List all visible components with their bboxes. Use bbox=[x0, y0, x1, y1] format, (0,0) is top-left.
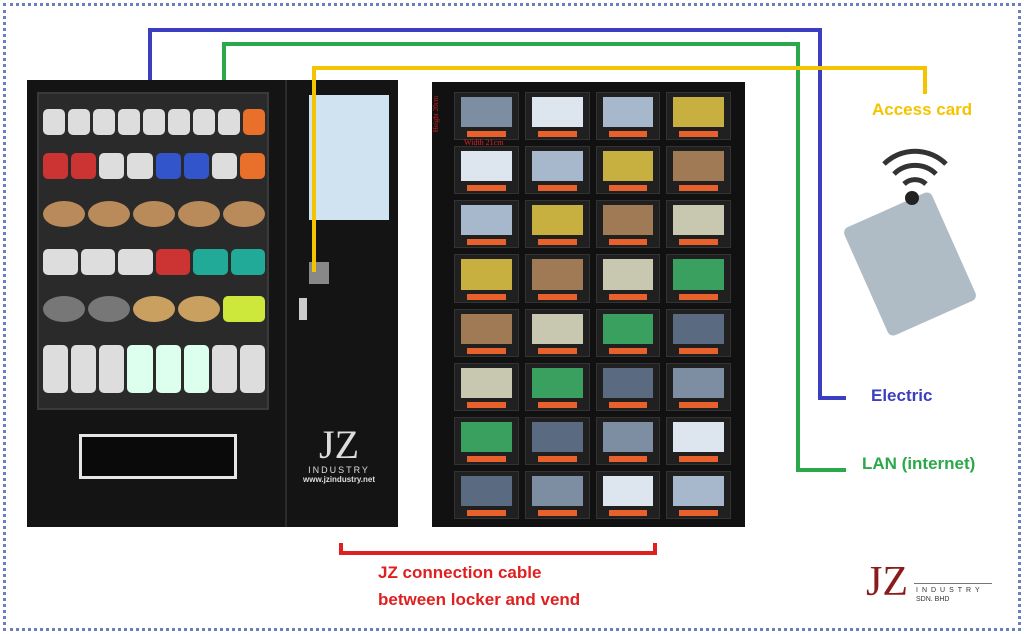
door-latch bbox=[299, 298, 307, 320]
locker-compartment bbox=[454, 92, 519, 141]
cable-label-line2: between locker and vend bbox=[378, 590, 581, 609]
electric-line-right bbox=[818, 28, 822, 400]
locker-compartment bbox=[666, 146, 731, 195]
cable-label-line1: JZ connection cable bbox=[378, 563, 542, 582]
locker-compartment bbox=[524, 308, 590, 357]
locker-compartment bbox=[454, 254, 519, 303]
locker-compartment bbox=[524, 200, 590, 249]
dotted-border bbox=[3, 3, 1021, 631]
dispense-slot bbox=[79, 434, 237, 479]
electric-label: Electric bbox=[871, 386, 933, 405]
locker-compartment bbox=[454, 146, 519, 195]
access-line-top bbox=[312, 66, 927, 70]
locker-compartment bbox=[524, 416, 590, 465]
locker-compartment bbox=[666, 92, 731, 141]
lan-label: LAN (internet) bbox=[862, 454, 976, 473]
access-card-label: Access card bbox=[872, 100, 973, 119]
locker-compartment bbox=[454, 470, 519, 519]
locker-compartment bbox=[595, 470, 661, 519]
locker-compartment bbox=[666, 308, 731, 357]
lan-line bbox=[222, 42, 226, 82]
lan-line-right bbox=[796, 42, 800, 472]
locker-compartment bbox=[666, 416, 731, 465]
logo-mark: JZ bbox=[319, 422, 359, 467]
company-logo-line2: SDN. BHD bbox=[916, 596, 950, 603]
electric-line bbox=[148, 28, 152, 82]
access-line bbox=[312, 66, 316, 272]
locker-compartment bbox=[524, 470, 590, 519]
locker-compartment bbox=[524, 92, 590, 141]
electric-line-end bbox=[818, 396, 846, 400]
vending-window bbox=[37, 92, 269, 410]
locker-compartment bbox=[454, 200, 519, 249]
locker-compartment bbox=[524, 254, 590, 303]
locker-compartment bbox=[454, 362, 519, 411]
locker-compartment bbox=[666, 254, 731, 303]
locker-compartment bbox=[595, 416, 661, 465]
wireless-icon bbox=[882, 148, 948, 186]
access-line-right bbox=[923, 66, 927, 94]
locker-compartment bbox=[595, 308, 661, 357]
locker-compartment bbox=[454, 308, 519, 357]
locker-compartment bbox=[666, 362, 731, 411]
locker-compartment bbox=[524, 362, 590, 411]
locker-compartment bbox=[595, 362, 661, 411]
cable-bracket bbox=[339, 543, 657, 555]
website-text: www.jzindustry.net bbox=[303, 475, 376, 484]
locker-compartment bbox=[666, 200, 731, 249]
electric-line-top bbox=[148, 28, 822, 32]
lan-line-top bbox=[222, 42, 800, 46]
width-note: Width 21cm bbox=[464, 138, 504, 147]
vending-machine: JZ INDUSTRY www.jzindustry.net bbox=[27, 80, 398, 527]
logo-sub: INDUSTRY bbox=[308, 465, 370, 475]
card-hole-icon bbox=[905, 191, 919, 205]
company-logo: JZ INDUSTRY SDN. BHD bbox=[866, 558, 996, 613]
locker-compartment bbox=[595, 200, 661, 249]
locker-compartment bbox=[524, 146, 590, 195]
locker-compartment bbox=[666, 470, 731, 519]
vending-logo: JZ INDUSTRY www.jzindustry.net bbox=[303, 422, 376, 485]
locker-cabinet bbox=[432, 82, 745, 527]
company-logo-mark: JZ bbox=[866, 559, 908, 605]
height-note: Height 20cm bbox=[432, 95, 441, 133]
locker-compartment bbox=[595, 254, 661, 303]
locker-compartment bbox=[454, 416, 519, 465]
touch-screen bbox=[309, 95, 389, 220]
vending-door: JZ INDUSTRY www.jzindustry.net bbox=[285, 80, 398, 527]
lan-line-end bbox=[796, 468, 846, 472]
locker-compartment bbox=[595, 92, 661, 141]
company-logo-line1: INDUSTRY bbox=[916, 587, 984, 594]
locker-compartment bbox=[595, 146, 661, 195]
